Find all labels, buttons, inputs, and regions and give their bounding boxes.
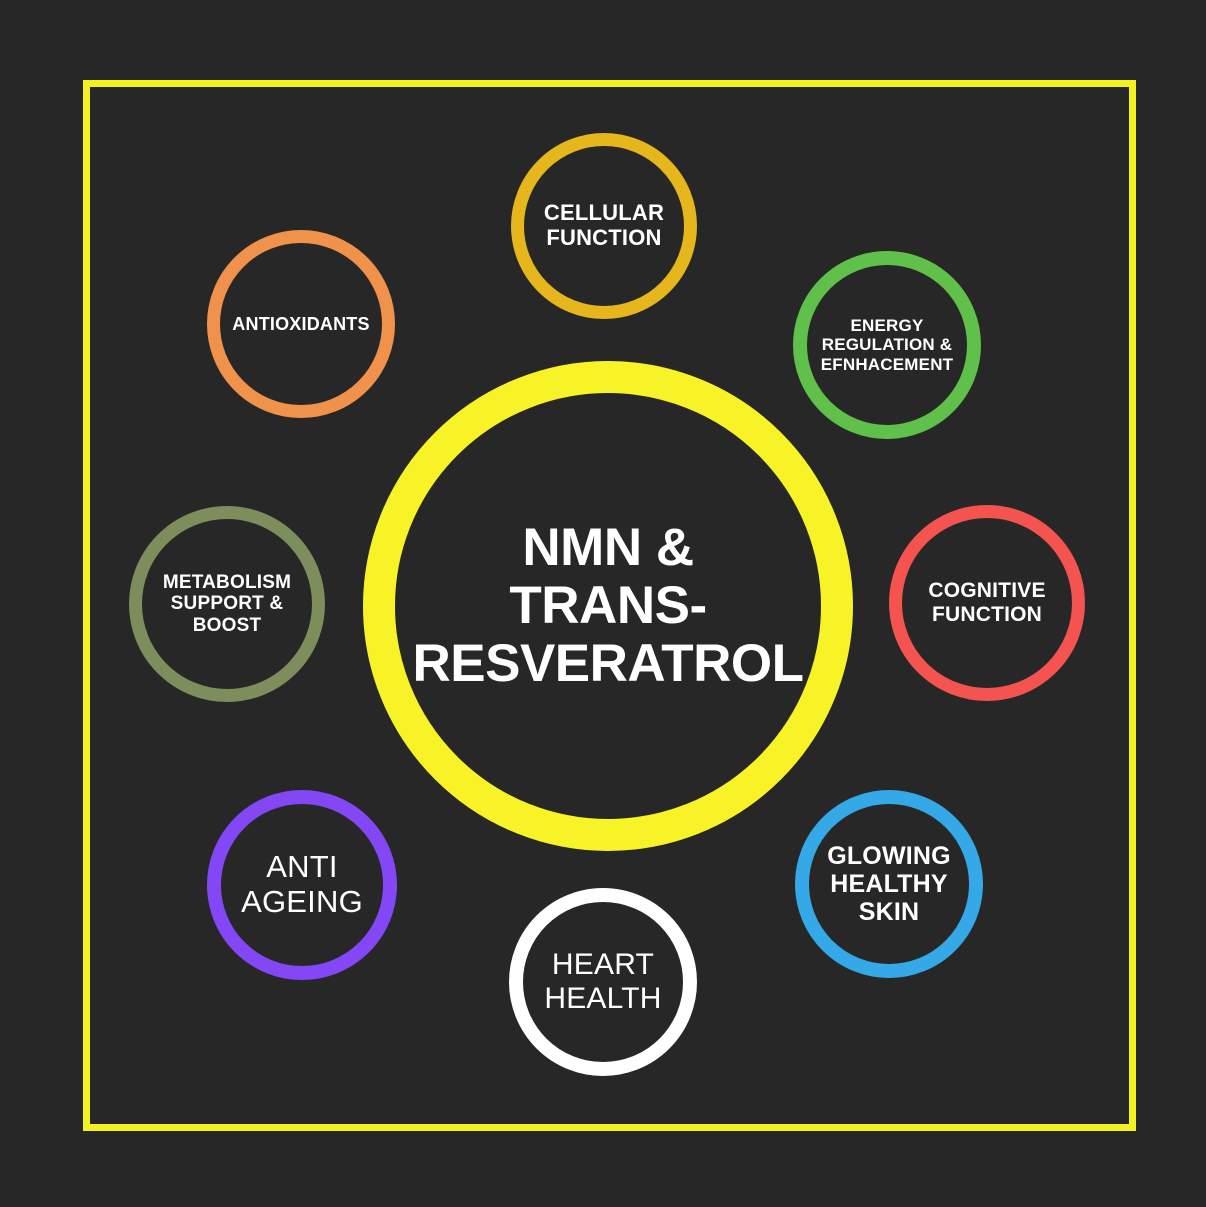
benefit-label-cognitive-function: COGNITIVE FUNCTION (928, 579, 1046, 626)
benefit-label-heart-health: HEART HEALTH (544, 948, 662, 1015)
central-hub-circle[interactable]: NMN & TRANS- RESVERATROL (363, 361, 853, 851)
benefit-circle-heart-health[interactable]: HEART HEALTH (509, 888, 697, 1076)
benefit-circle-metabolism-support[interactable]: METABOLISM SUPPORT & BOOST (129, 506, 325, 702)
benefit-circle-cognitive-function[interactable]: COGNITIVE FUNCTION (889, 505, 1085, 701)
benefit-circle-antioxidants[interactable]: ANTIOXIDANTS (207, 230, 395, 418)
benefit-label-glowing-healthy-skin: GLOWING HEALTHY SKIN (827, 842, 951, 926)
benefit-label-metabolism-support: METABOLISM SUPPORT & BOOST (162, 572, 292, 636)
benefit-circle-energy-regulation[interactable]: ENERGY REGULATION & EFNHACEMENT (793, 251, 981, 439)
benefit-circle-anti-ageing[interactable]: ANTI AGEING (207, 790, 397, 980)
central-hub-title: NMN & TRANS- RESVERATROL (412, 517, 804, 694)
benefit-label-antioxidants: ANTIOXIDANTS (232, 313, 370, 334)
benefit-circle-glowing-healthy-skin[interactable]: GLOWING HEALTHY SKIN (795, 790, 983, 978)
benefit-label-energy-regulation: ENERGY REGULATION & EFNHACEMENT (820, 316, 954, 374)
benefit-label-anti-ageing: ANTI AGEING (241, 849, 363, 919)
benefit-circle-cellular-function[interactable]: CELLULAR FUNCTION (511, 133, 697, 319)
benefit-label-cellular-function: CELLULAR FUNCTION (543, 200, 665, 250)
